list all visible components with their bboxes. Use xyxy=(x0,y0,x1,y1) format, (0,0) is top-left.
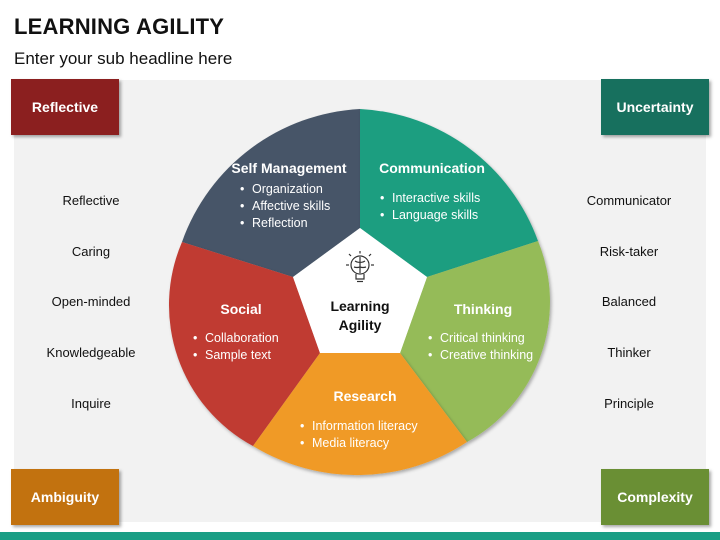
segment-title-social: Social xyxy=(220,301,261,317)
corner-box-reflective: Reflective xyxy=(11,79,119,135)
center-pentagon xyxy=(293,228,427,353)
segment-item: Critical thinking xyxy=(440,331,525,345)
segment-research xyxy=(253,353,467,476)
left-list-item: Knowledgeable xyxy=(46,345,136,360)
corner-box-ambiguity: Ambiguity xyxy=(11,469,119,525)
segment-title-self-management: Self Management xyxy=(231,160,346,176)
left-list-item: Inquire xyxy=(71,396,111,411)
segment-title-communication: Communication xyxy=(379,160,485,176)
segment-bullet: • xyxy=(380,208,384,222)
segment-bullet: • xyxy=(193,331,197,345)
segment-bullet: • xyxy=(240,216,244,230)
left-list-item: Reflective xyxy=(62,193,120,208)
center-label-line1: Learning xyxy=(330,298,389,314)
segment-item: Sample text xyxy=(205,348,272,362)
segment-item: Affective skills xyxy=(252,199,330,213)
segment-item: Organization xyxy=(252,182,323,196)
corner-box-uncertainty: Uncertainty xyxy=(601,79,709,135)
segment-item: Information literacy xyxy=(312,419,418,433)
segment-bullet: • xyxy=(300,436,304,450)
right-list-item: Risk-taker xyxy=(599,244,659,259)
segment-bullet: • xyxy=(240,182,244,196)
segment-thinking xyxy=(400,241,550,442)
segment-communication xyxy=(360,109,538,277)
page-title: LEARNING AGILITY xyxy=(14,14,225,39)
brain-bulb-icon xyxy=(346,251,374,283)
segment-social xyxy=(168,242,320,446)
segment-bullet: • xyxy=(428,331,432,345)
segment-bullet: • xyxy=(193,348,197,362)
corner-box-complexity: Complexity xyxy=(601,469,709,525)
segment-bullet: • xyxy=(300,419,304,433)
segment-item: Creative thinking xyxy=(440,348,533,362)
left-list-item: Caring xyxy=(71,244,111,259)
right-list-item: Balanced xyxy=(601,294,657,309)
segment-item: Reflection xyxy=(252,216,308,230)
segment-item: Interactive skills xyxy=(392,191,480,205)
center-label-line2: Agility xyxy=(339,317,382,333)
right-list-item: Thinker xyxy=(607,345,651,360)
segment-title-thinking: Thinking xyxy=(454,301,512,317)
right-list-item: Communicator xyxy=(586,193,672,208)
right-list-item: Principle xyxy=(604,396,654,411)
footer-accent-bar xyxy=(0,532,720,540)
segment-bullet: • xyxy=(380,191,384,205)
page-subtitle: Enter your sub headline here xyxy=(14,49,233,68)
segment-item: Media literacy xyxy=(312,436,390,450)
segment-item: Language skills xyxy=(392,208,478,222)
segment-item: Collaboration xyxy=(205,331,279,345)
segment-self-management xyxy=(182,109,360,277)
segment-title-research: Research xyxy=(333,388,396,404)
segment-bullet: • xyxy=(428,348,432,362)
left-list-item: Open-minded xyxy=(51,294,131,309)
segment-bullet: • xyxy=(240,199,244,213)
